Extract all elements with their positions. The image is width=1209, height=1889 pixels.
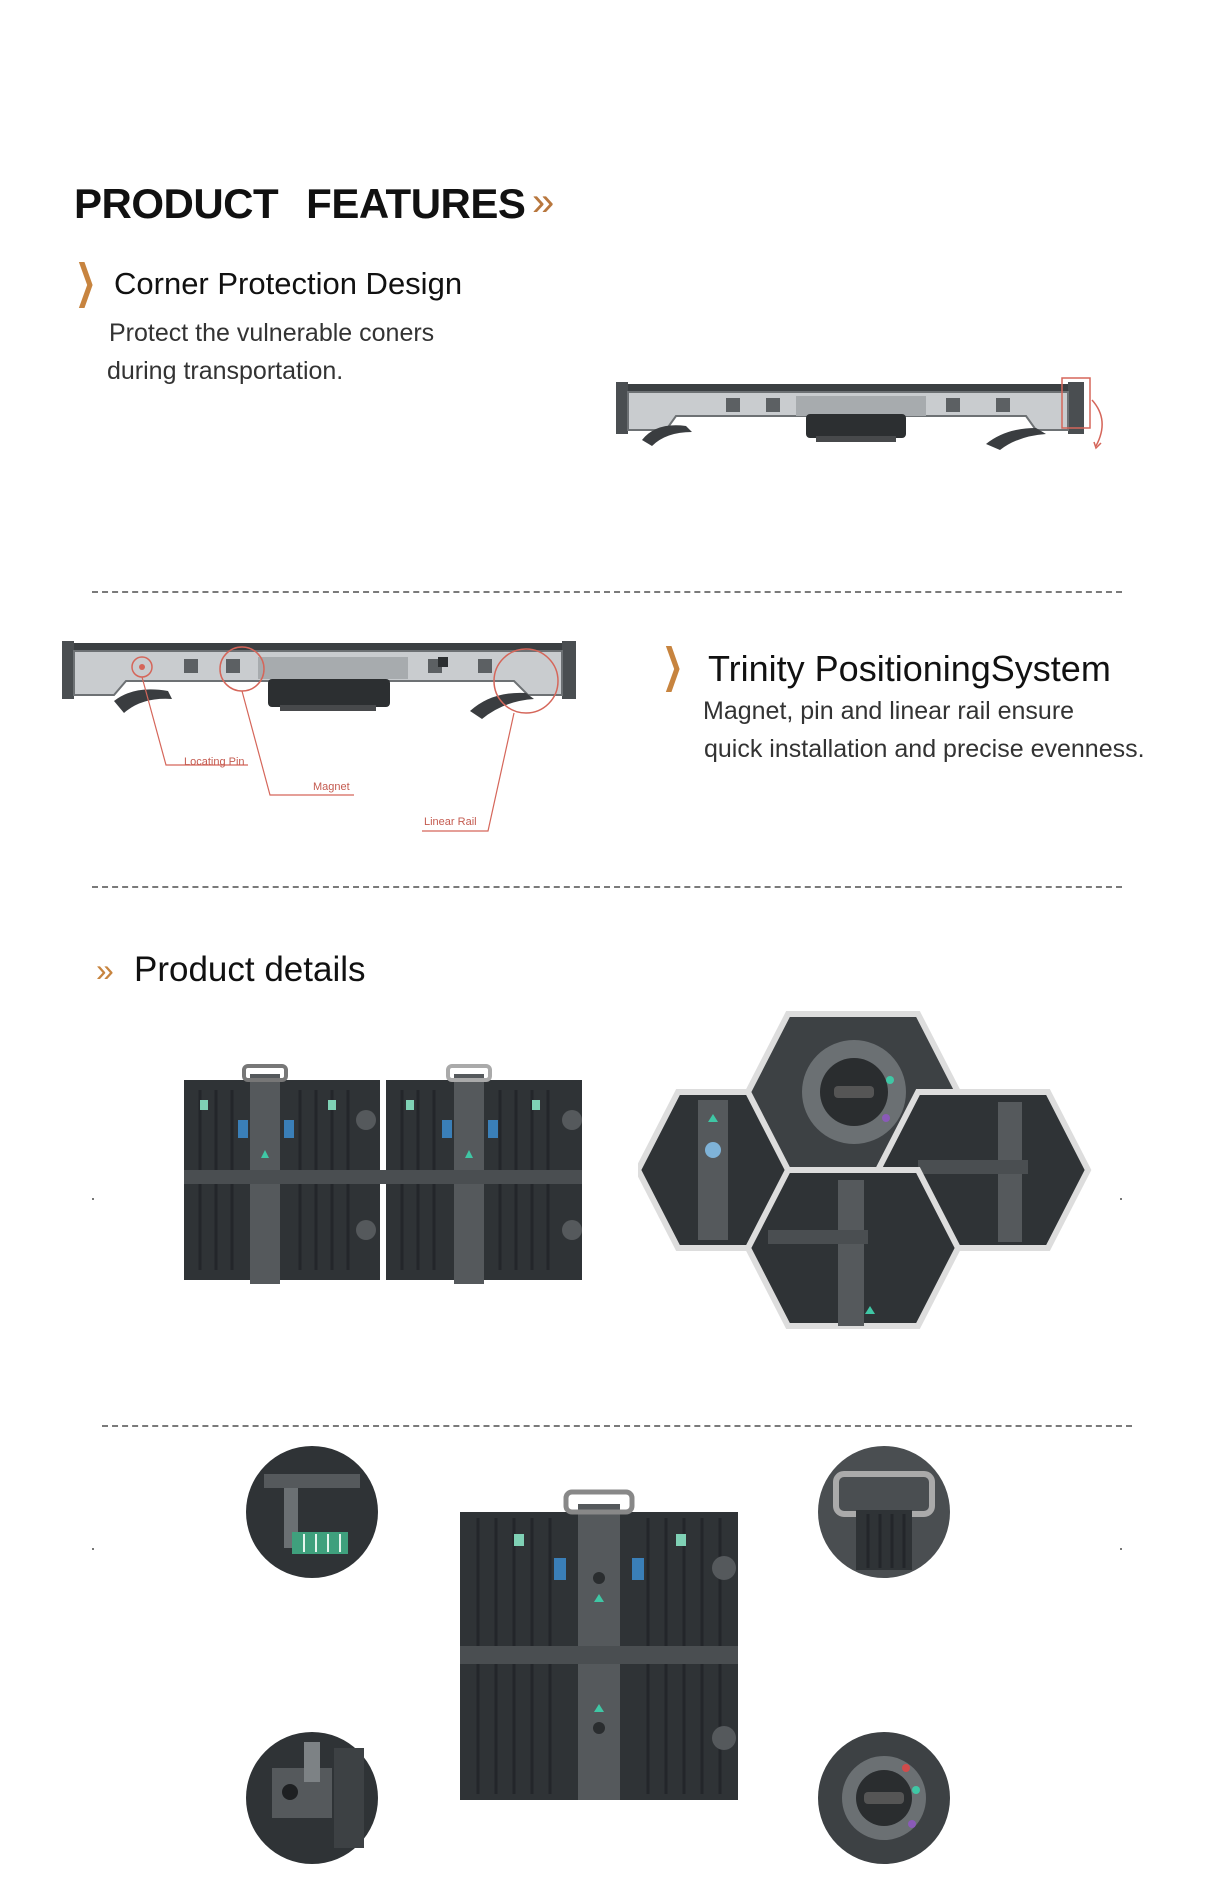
chevron-right-icon: ❯ xyxy=(75,254,97,308)
cabinet-side-view-image xyxy=(616,370,1116,470)
callout-magnet: Magnet xyxy=(313,781,350,793)
chevron-right-icon: ❯ xyxy=(662,638,684,692)
title-arrow-icon: » xyxy=(532,180,555,224)
page-title: PRODUCT FEATURES xyxy=(74,180,526,228)
title-product: PRODUCT xyxy=(74,180,279,227)
callout-linear-rail: Linear Rail xyxy=(424,816,477,828)
section-divider xyxy=(102,1425,1132,1427)
trinity-desc-line2: quick installation and precise evenness. xyxy=(704,735,1145,763)
hexagon-detail-collage xyxy=(638,1010,1104,1330)
corner-desc-line1: Protect the vulnerable coners xyxy=(109,319,435,347)
details-arrow-icon: » xyxy=(96,952,114,988)
detail-circle-pin xyxy=(244,1728,380,1868)
joined-cabinets-image xyxy=(180,1060,586,1292)
layout-dot xyxy=(1120,1198,1122,1200)
trinity-heading: Trinity PositioningSystem xyxy=(708,648,1111,689)
details-heading: Product details xyxy=(134,950,366,989)
layout-dot xyxy=(92,1198,94,1200)
center-cabinet-image xyxy=(454,1488,744,1808)
trinity-diagram-image xyxy=(58,635,578,835)
detail-circle-handle xyxy=(816,1444,952,1580)
corner-heading: Corner Protection Design xyxy=(114,266,463,301)
title-features: FEATURES xyxy=(306,180,526,227)
callout-locating-pin: Locating Pin xyxy=(184,756,245,768)
corner-desc-line2: during transportation. xyxy=(107,357,344,385)
section-divider xyxy=(92,886,1122,888)
layout-dot xyxy=(1120,1548,1122,1550)
detail-circle-latch xyxy=(244,1444,380,1580)
layout-dot xyxy=(92,1548,94,1550)
detail-circle-lock xyxy=(816,1728,952,1868)
section-divider xyxy=(92,591,1122,593)
trinity-desc-line1: Magnet, pin and linear rail ensure xyxy=(703,697,1075,725)
